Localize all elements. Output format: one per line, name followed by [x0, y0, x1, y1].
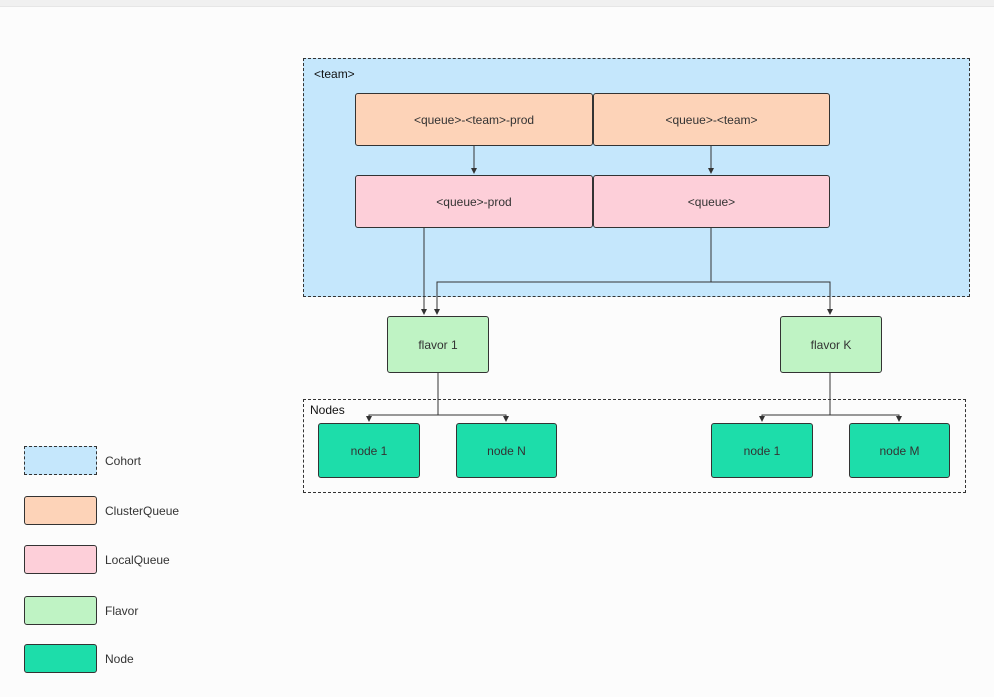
- local-queue-default: <queue>: [593, 175, 830, 228]
- legend-cluster-queue-swatch: [24, 496, 97, 525]
- node-group-1-first: node 1: [318, 423, 420, 478]
- legend-cohort-label: Cohort: [105, 454, 142, 468]
- local-queue-prod: <queue>-prod: [355, 175, 593, 228]
- legend-local-queue-swatch: [24, 545, 97, 574]
- node-group-2-first: node 1: [711, 423, 813, 478]
- top-bar: [0, 0, 994, 7]
- edge-flavor-k-to-node-m: [830, 414, 902, 422]
- cohort-label: <team>: [314, 67, 355, 81]
- legend-flavor-label: Flavor: [105, 604, 139, 618]
- flavor-1: flavor 1: [387, 316, 489, 373]
- legend-flavor-swatch: [24, 596, 97, 625]
- node-group-2-last: node M: [849, 423, 950, 478]
- nodes-region: [303, 399, 966, 493]
- legend-node-swatch: [24, 644, 97, 673]
- edge-branch-to-flavor-1: [434, 281, 711, 315]
- legend-cohort-swatch: [24, 446, 97, 475]
- legend-node-label: Node: [105, 652, 134, 666]
- legend-local-queue-label: LocalQueue: [105, 553, 170, 567]
- cluster-queue-prod: <queue>-<team>-prod: [355, 93, 593, 146]
- node-group-1-last: node N: [456, 423, 557, 478]
- edge-flavor-k-to-node-1: [759, 414, 830, 422]
- flavor-k: flavor K: [780, 316, 882, 373]
- edge-branch-to-flavor-k: [711, 281, 833, 315]
- edge-flavor-1-to-node-1: [366, 414, 438, 422]
- cluster-queue-default: <queue>-<team>: [593, 93, 830, 146]
- edge-flavor-1-to-node-n: [438, 414, 509, 422]
- nodes-label: Nodes: [310, 403, 345, 417]
- legend-cluster-queue-label: ClusterQueue: [105, 504, 180, 518]
